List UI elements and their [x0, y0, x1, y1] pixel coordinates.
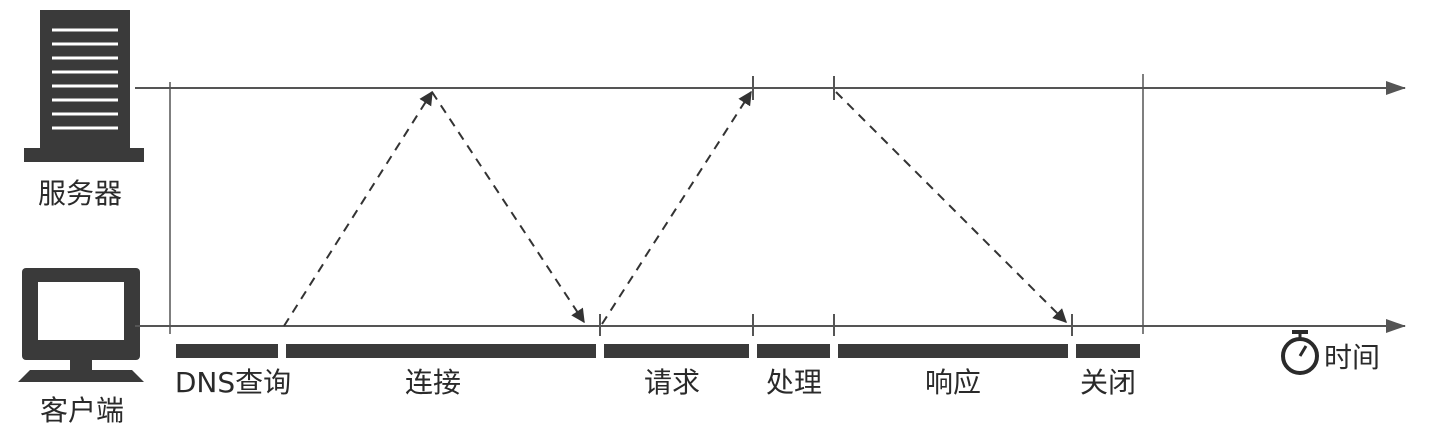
phase-bar-request: [604, 344, 749, 358]
phase-bar-process: [757, 344, 830, 358]
phase-label-connect: 连接: [405, 366, 461, 399]
connect-ack-arrow: [431, 91, 585, 324]
request-arrow: [601, 90, 752, 325]
phase-bar-dns: [176, 344, 278, 358]
client-label: 客户端: [40, 394, 124, 427]
stopwatch-icon: [1281, 330, 1319, 375]
phase-label-request: 请求: [644, 366, 700, 399]
time-label: 时间: [1324, 341, 1380, 374]
phase-label-process: 处理: [766, 366, 822, 399]
computer-monitor-icon: [18, 268, 144, 382]
phase-label-dns: DNS查询: [175, 366, 291, 399]
phase-label-close: 关闭: [1080, 366, 1136, 399]
response-arrow: [835, 91, 1067, 323]
phase-bar-response: [838, 344, 1068, 358]
phase-label-response: 响应: [925, 366, 981, 399]
server-icon: [24, 10, 144, 162]
server-label: 服务器: [38, 177, 122, 210]
client-ticks: [599, 314, 1073, 336]
server-ticks: [752, 76, 835, 100]
phase-bar-close: [1076, 344, 1140, 358]
connect-syn-arrow: [283, 90, 433, 327]
phase-bar-connect: [286, 344, 596, 358]
